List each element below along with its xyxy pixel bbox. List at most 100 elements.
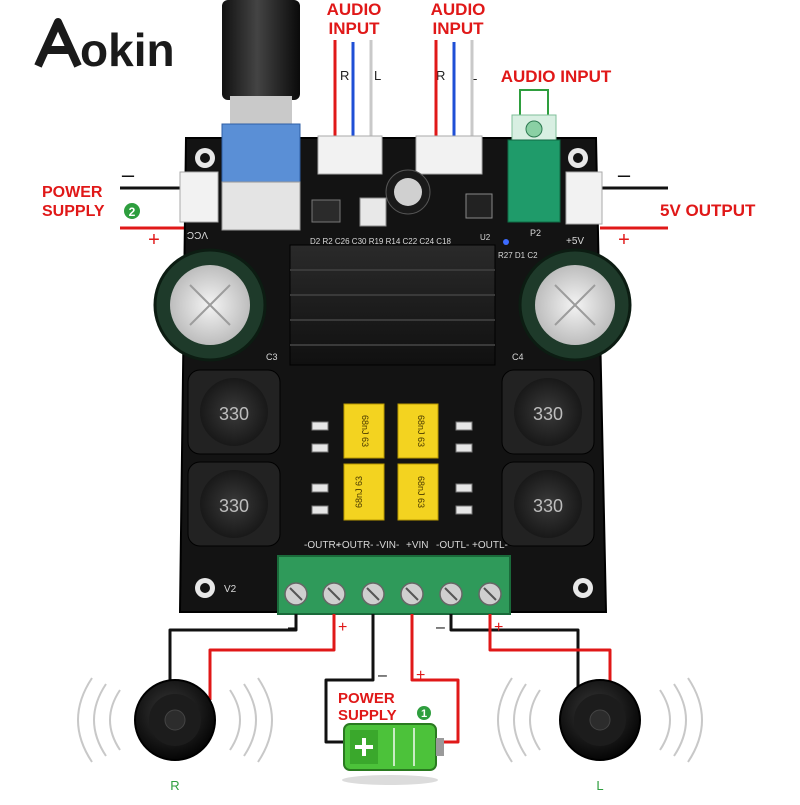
diode-d2 bbox=[311, 199, 341, 223]
capacitor-c3 bbox=[153, 248, 267, 362]
heatsink bbox=[289, 244, 496, 366]
vin-plus: + bbox=[416, 667, 425, 684]
jack-bracket bbox=[519, 89, 549, 115]
inductor-3-value: 330 bbox=[533, 404, 563, 424]
audio-input-label-3: AUDIO INPUT bbox=[501, 67, 612, 86]
aokin-logo-icon bbox=[34, 18, 82, 68]
knob-body bbox=[221, 123, 301, 185]
brand-name: okin bbox=[80, 24, 175, 76]
film-cap-4-text: 68nJ 63 bbox=[416, 476, 426, 508]
terminal-label-1: -OUTR- bbox=[304, 540, 339, 551]
speaker-right-label: R bbox=[170, 778, 179, 793]
output-5v-label: 5V OUTPUT – + bbox=[600, 162, 756, 251]
silk-v2: V2 bbox=[224, 584, 237, 595]
small-cap-top bbox=[394, 178, 422, 206]
speaker-right: R bbox=[77, 677, 273, 793]
input-connectors bbox=[179, 135, 603, 225]
film-cap-3 bbox=[397, 403, 439, 459]
output-5v-connector bbox=[565, 171, 603, 225]
inductor-4: 330 bbox=[501, 461, 595, 547]
badge-2 bbox=[124, 203, 140, 219]
sound-wave-icon bbox=[497, 677, 541, 763]
silk-c3: C3 bbox=[266, 352, 278, 362]
out-l-minus: – bbox=[436, 619, 445, 636]
inductor-2: 330 bbox=[187, 461, 281, 547]
input-connector-1 bbox=[317, 135, 383, 175]
film-cap-4 bbox=[397, 463, 439, 521]
mounting-holes bbox=[195, 148, 593, 598]
audio-input-2-line-1: AUDIO bbox=[431, 0, 486, 19]
audio-input-label-2: AUDIO INPUT bbox=[431, 0, 486, 38]
film-cap-2-text: 68nJ 63 bbox=[354, 476, 364, 508]
film-cap-2 bbox=[343, 463, 385, 521]
volume-knob bbox=[221, 0, 301, 231]
power-supply-label-2: POWER SUPPLY 2 – + bbox=[42, 162, 192, 251]
audio-jack bbox=[507, 114, 561, 223]
film-cap-1-text: 68nJ 63 bbox=[360, 415, 370, 447]
power-supply-2-line-2: SUPPLY bbox=[42, 203, 105, 220]
audio-input-1-line-1: AUDIO bbox=[327, 0, 382, 19]
right-plus-sign: + bbox=[618, 229, 630, 251]
speaker-wiring bbox=[168, 614, 612, 744]
power-supply-label-1: POWER SUPPLY 1 bbox=[338, 690, 431, 724]
power-supply-2-line-1: POWER bbox=[42, 184, 103, 201]
rl-1-r: R bbox=[340, 68, 349, 83]
knob-shaft bbox=[222, 0, 300, 100]
power-led bbox=[503, 239, 509, 245]
smd-component bbox=[359, 197, 387, 227]
terminal-labels: -OUTR- +OUTR- -VIN- +VIN -OUTL- +OUTL- bbox=[304, 540, 508, 551]
right-minus-sign: – bbox=[618, 162, 631, 187]
regulator-u2 bbox=[465, 193, 493, 219]
inductor-2-value: 330 bbox=[219, 496, 249, 516]
badge-2-text: 2 bbox=[129, 205, 136, 219]
capacitor-c4 bbox=[518, 248, 632, 362]
input-connector-2 bbox=[415, 135, 483, 175]
output-5v-text: 5V OUTPUT bbox=[660, 201, 756, 220]
out-l-plus: + bbox=[494, 619, 503, 636]
vin-minus: – bbox=[378, 667, 387, 684]
sound-wave-icon bbox=[77, 677, 121, 763]
terminal-label-3: -VIN- bbox=[376, 540, 399, 551]
brand-logo: okin bbox=[34, 18, 175, 76]
inductor-3: 330 bbox=[501, 369, 595, 455]
silk-c4: C4 bbox=[512, 352, 524, 362]
out-r-minus: – bbox=[288, 619, 297, 636]
power-supply-1-line-1: POWER bbox=[338, 690, 395, 707]
brand-letter: i bbox=[134, 24, 147, 76]
silk-vcc: VCC bbox=[187, 229, 208, 240]
terminal-label-6: +OUTL- bbox=[472, 540, 508, 551]
inductor-4-value: 330 bbox=[533, 496, 563, 516]
rl-2-r: R bbox=[436, 68, 445, 83]
battery-icon bbox=[342, 723, 444, 785]
audio-input-1-line-2: INPUT bbox=[329, 19, 381, 38]
brand-letter: o bbox=[80, 24, 108, 76]
terminal-label-2: +OUTR- bbox=[336, 540, 374, 551]
film-capacitors: 68nJ 63 68nJ 63 68nJ 63 68nJ 63 bbox=[343, 403, 439, 521]
speaker-left-label: L bbox=[596, 778, 603, 793]
silk-u2: U2 bbox=[480, 233, 491, 242]
audio-input-2-line-2: INPUT bbox=[433, 19, 485, 38]
silk-p2: P2 bbox=[530, 228, 541, 238]
badge-1-text: 1 bbox=[421, 708, 427, 720]
pcb-board: 330 330 330 330 68nJ 63 68nJ 63 68nJ 63 … bbox=[153, 0, 632, 615]
brand-letter: n bbox=[146, 24, 174, 76]
left-plus-sign: + bbox=[148, 229, 160, 251]
knob-collar bbox=[230, 96, 292, 126]
badge-1 bbox=[417, 706, 431, 720]
film-cap-3-text: 68nJ 63 bbox=[416, 415, 426, 447]
film-cap-1 bbox=[343, 403, 385, 459]
silk-plus5v: +5V bbox=[566, 236, 584, 247]
speaker-left: L bbox=[497, 677, 703, 793]
silk-top-row: D2 R2 C26 C30 R19 R14 C22 C24 C18 bbox=[310, 237, 452, 246]
knob-base bbox=[221, 181, 301, 231]
audio-input-label-1: AUDIO INPUT bbox=[327, 0, 382, 38]
smd-parts bbox=[311, 421, 473, 515]
terminal-label-4: +VIN bbox=[406, 540, 429, 551]
power-connector bbox=[179, 171, 219, 223]
brand-letter: k bbox=[108, 24, 134, 76]
inductor-1-value: 330 bbox=[219, 404, 249, 424]
silk-right-row: R27 D1 C2 bbox=[498, 251, 538, 260]
rl-1-l: L bbox=[374, 68, 381, 83]
